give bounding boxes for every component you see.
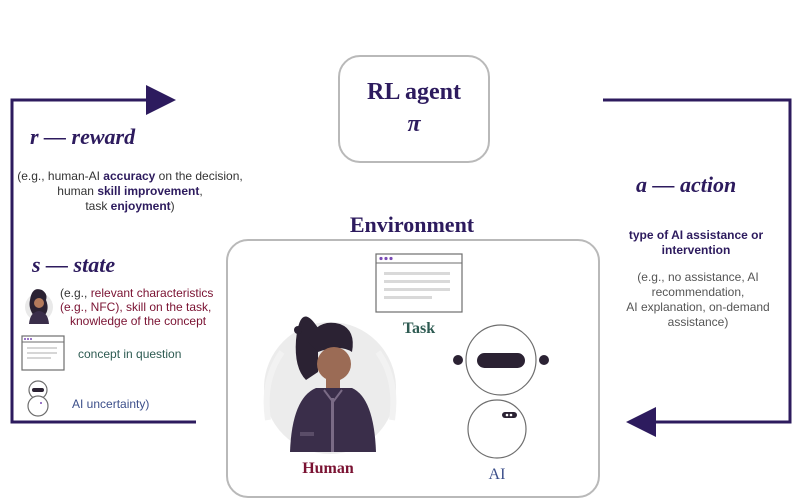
ai-robot [453,324,549,459]
task-icon [375,253,463,313]
rl-agent-box: RL agent π [338,55,490,163]
action-examples: (e.g., no assistance, AI recommendation,… [626,270,770,329]
state-human-icon [25,289,53,324]
human-label: Human [302,460,354,477]
state-human-text: (e.g., relevant characteristics (e.g., N… [60,286,214,328]
policy-symbol: π [407,111,421,137]
state-heading: s — state [32,252,116,277]
action-type: type of AI assistance or intervention [628,228,764,257]
reward-description: (e.g., human-AI accuracy on the decision… [17,169,243,213]
reward-heading: r — reward [30,124,136,149]
human-figure [263,316,397,454]
arrow-agent-to-environment [603,98,792,437]
environment-title: Environment [349,212,475,237]
state-ai-text: AI uncertainty) [72,397,150,411]
state-task-icon [21,335,65,371]
task-label: Task [402,320,436,337]
state-ai-icon [27,380,49,417]
state-concept-text: concept in question [78,347,182,361]
rl-agent-title: RL agent [366,79,461,105]
arrow-environment-to-agent [10,85,196,424]
action-heading: a — action [636,172,737,197]
ai-label: AI [488,466,506,483]
